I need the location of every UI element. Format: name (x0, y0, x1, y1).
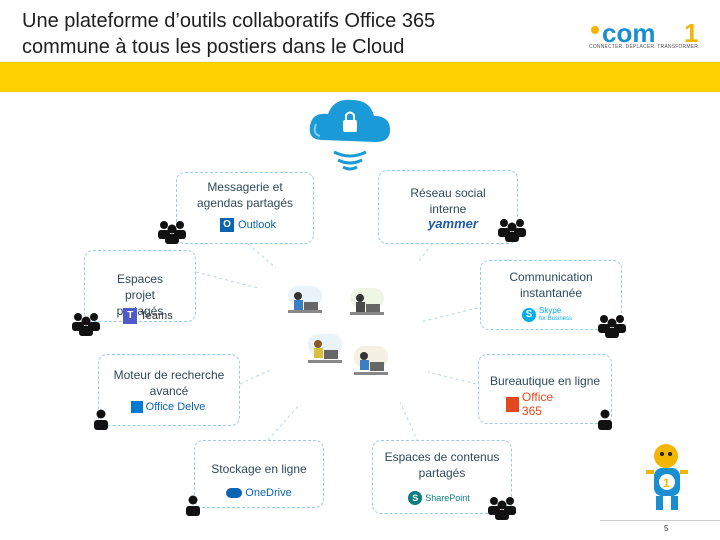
person-icon (598, 409, 612, 430)
service-label: Stockage en ligne (211, 462, 307, 476)
service-box-communication: Communication instantanée (480, 260, 622, 330)
sharepoint-icon: S (408, 491, 423, 505)
people-group-icon (488, 497, 516, 520)
connector-lines (195, 243, 479, 443)
page-number: 5 (664, 524, 669, 533)
service-label: Réseau social interne (410, 186, 486, 216)
yammer-brand: yammer (418, 214, 488, 232)
logo-tagline: CONNECTER. DÉPLACER. TRANSFORMER. (589, 44, 700, 50)
slide-title-line-2: commune à tous les postiers dans le Clou… (22, 36, 405, 58)
footer-rule (600, 520, 720, 521)
sharepoint-brand: S SharePoint (406, 488, 472, 508)
outlook-brand: O Outlook (208, 216, 288, 234)
mascot-illustration: 1 (646, 444, 688, 510)
people-group-icon (158, 221, 186, 244)
service-box-bureautique: Bureautique en ligne (478, 354, 612, 424)
svg-text:1: 1 (684, 18, 698, 48)
skype-brand: S Skype for Business (522, 304, 586, 326)
cloud-lock-icon (309, 99, 390, 171)
yammer-icon: yammer (428, 215, 478, 231)
title-band (0, 62, 720, 92)
service-box-messagerie: Messagerie et agendas partagés (176, 172, 314, 244)
service-label: Communication instantanée (509, 270, 593, 300)
slide-title-line-1: Une plateforme d’outils collaboratifs Of… (22, 10, 436, 32)
onedrive-icon (226, 488, 243, 498)
people-group-icon (498, 219, 526, 242)
delve-brand: Office Delve (130, 398, 206, 416)
delve-icon (130, 401, 143, 413)
office-icon (506, 396, 519, 412)
person-icon (94, 409, 108, 430)
service-box-espaces-contenus: Espaces de contenus partagés (372, 440, 512, 514)
svg-text:com: com (602, 18, 655, 48)
skype-icon: S (522, 308, 536, 322)
svg-text:1: 1 (663, 476, 670, 490)
service-box-moteur-recherche: Moteur de recherche avancé (98, 354, 240, 426)
person-icon (186, 495, 200, 516)
service-label: Espaces de contenus partagés (384, 450, 500, 480)
office365-brand: Office 365 (506, 390, 576, 418)
service-box-reseau-social: Réseau social interne (378, 170, 518, 244)
service-box-stockage: Stockage en ligne (194, 440, 324, 508)
com1-logo: com 1 (591, 18, 698, 48)
outlook-icon: O (220, 218, 235, 232)
slide-title: Une plateforme d’outils collaboratifs Of… (22, 8, 435, 60)
people-group-icon (72, 313, 100, 336)
service-label: Moteur de recherche avancé (113, 368, 225, 398)
service-label: Bureautique en ligne (489, 374, 601, 388)
central-workers-illustration (288, 286, 388, 375)
service-label: Messagerie et agendas partagés (196, 180, 294, 210)
teams-brand: T Teams (118, 306, 178, 326)
people-group-icon (598, 315, 626, 338)
onedrive-brand: OneDrive (224, 484, 294, 502)
teams-icon: T (123, 308, 138, 324)
